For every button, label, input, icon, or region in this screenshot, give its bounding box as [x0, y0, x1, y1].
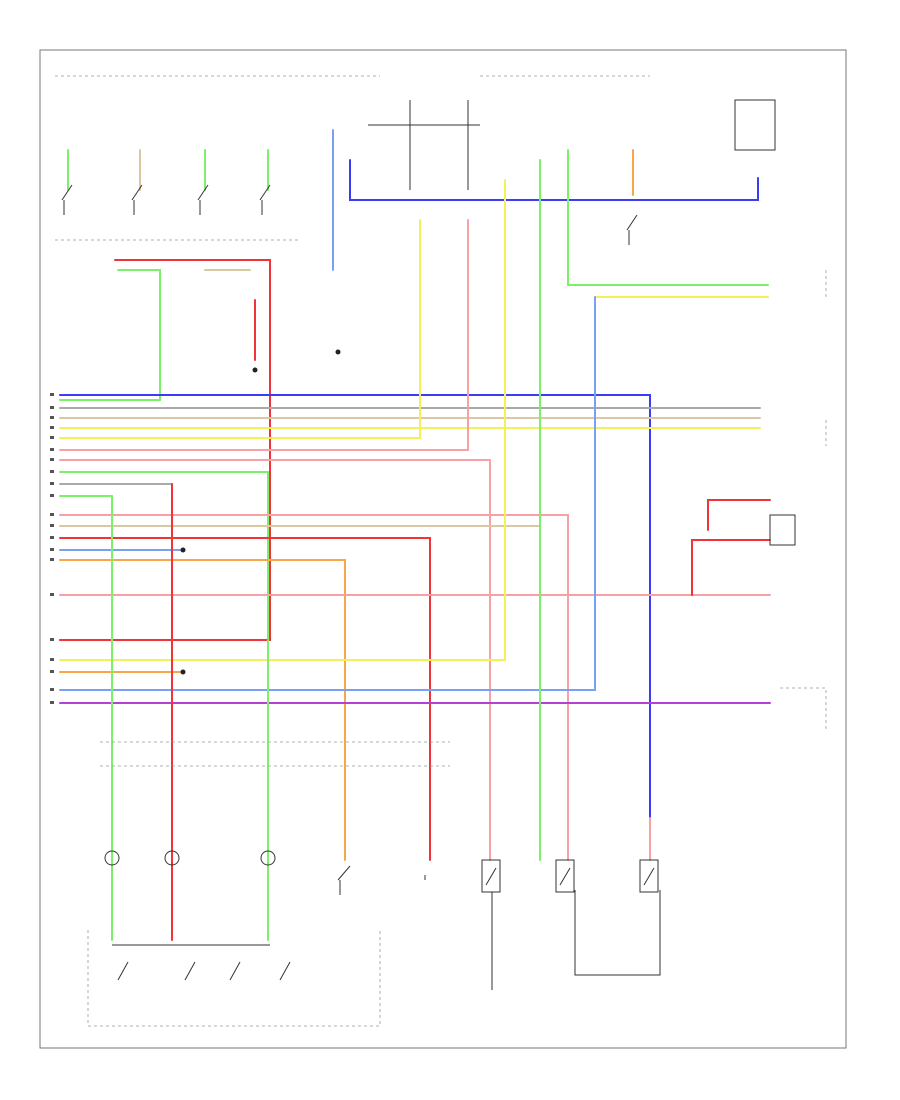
- lower-switches: [337, 859, 661, 990]
- bottom-switch-2-icon: [184, 961, 196, 981]
- switch-box-3: [639, 859, 659, 893]
- ignition-bus: [368, 100, 480, 190]
- diagram-frame: [39, 49, 847, 1049]
- switch-box-2: [555, 859, 575, 893]
- switch-4-icon: [259, 184, 271, 215]
- red-right-loop: [691, 499, 771, 596]
- wire-pink-2: [59, 459, 491, 861]
- wire-yellow-2: [59, 219, 421, 439]
- fuse-feeds: [67, 129, 634, 271]
- wire-green-2: [59, 471, 269, 641]
- top-switches: [61, 99, 776, 245]
- lamp-3-icon: [260, 850, 276, 866]
- bottom-switch-4-icon: [279, 961, 291, 981]
- bottom-dash-boundary: [87, 930, 381, 1027]
- switch-box-2-blade: [559, 867, 571, 886]
- left-connector-pins: [50, 393, 54, 704]
- switch-box-1: [481, 859, 501, 893]
- wire-orange-main: [59, 559, 346, 861]
- green-feed-left: [59, 269, 161, 401]
- switch-box-3-blade: [643, 867, 655, 886]
- splices: [180, 349, 341, 675]
- switch-2-icon: [131, 184, 143, 215]
- relay-box: [734, 99, 776, 151]
- wire-pink-3: [59, 514, 569, 861]
- lamp-1-icon: [104, 850, 120, 866]
- wire-red-2: [59, 537, 431, 861]
- wire-blue-main: [59, 394, 651, 819]
- ground-loop: [574, 890, 661, 976]
- yellow-green-pair: [567, 149, 769, 286]
- lamps: [104, 850, 276, 866]
- right-lower-boundary: [780, 687, 827, 730]
- switch-box-1-blade: [485, 867, 497, 886]
- wire-yellow-3: [59, 179, 506, 661]
- wire-blue-3: [59, 296, 596, 691]
- bottom-switch-3-icon: [229, 961, 241, 981]
- blue-top-bus: [349, 159, 759, 201]
- lower-verticals: [111, 483, 651, 941]
- switch-3-icon: [197, 184, 209, 215]
- lamp-2-icon: [164, 850, 180, 866]
- switch-1-icon: [61, 184, 73, 215]
- bottom-switch-1-icon: [117, 961, 129, 981]
- switch-orange-icon: [337, 865, 351, 895]
- switch-5-icon: [626, 214, 638, 245]
- main-harness: [59, 179, 771, 861]
- wire-pink-1: [59, 219, 469, 451]
- connector-right: [769, 514, 796, 546]
- bottom-switch-cluster: [112, 944, 291, 981]
